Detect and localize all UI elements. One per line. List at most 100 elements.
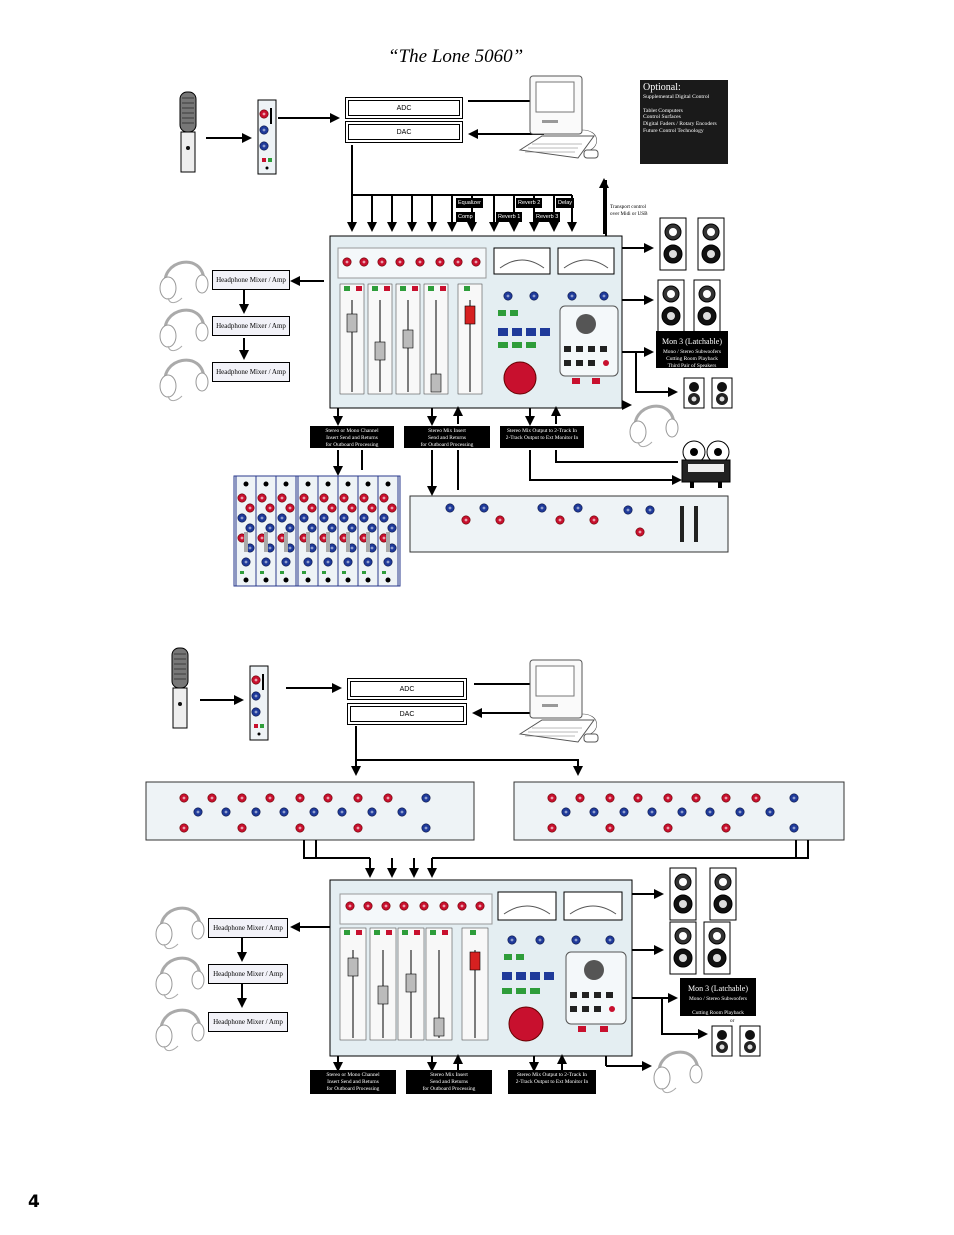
page-number: 4: [28, 1192, 40, 1212]
adc-box: ADC: [347, 678, 467, 700]
insert-comp: Comp: [456, 212, 475, 222]
mon3-line: Mono / Stereo Subwoofers: [689, 996, 747, 1002]
mon3-line: Cutting Room Playback: [666, 355, 718, 362]
headphone-mixer-box: Headphone Mixer / Amp: [212, 270, 290, 290]
optional-line: Digital Faders / Rotary Encoders: [643, 121, 717, 128]
headphones-icon: [154, 906, 206, 951]
insert-delay: Delay: [556, 198, 575, 208]
speaker-icon: [669, 867, 697, 921]
speaker-icon: [703, 921, 731, 975]
mon3-panel: Mon 3 (Latchable) Mono / Stereo Subwoofe…: [680, 978, 756, 1016]
note-line: Stereo Mix Output to 2-Track In: [516, 1072, 588, 1078]
optional-line: Future Control Technology: [643, 127, 704, 134]
headphones-icon: [154, 956, 206, 1001]
mon3-line: Third Pair of Speakers: [667, 362, 717, 369]
microphone-icon: [179, 91, 197, 173]
headphone-mixer-box: Headphone Mixer / Amp: [212, 362, 290, 382]
transport-note: Transport control over Midi or USB: [610, 204, 648, 217]
note-line: Insert Send and Returns: [326, 435, 378, 441]
headphones-icon: [652, 1050, 704, 1095]
or-label: or: [730, 1018, 735, 1024]
headphone-mixer-box: Headphone Mixer / Amp: [208, 1012, 288, 1032]
computer-icon: [519, 659, 599, 743]
satellite-rack-right: [513, 781, 845, 841]
subwoofer-icon: [683, 377, 705, 409]
dac-box: DAC: [345, 121, 463, 143]
note-line: for Outboard Processing: [326, 1086, 380, 1092]
note-line: Stereo Mix Output to 2-Track In: [506, 428, 578, 434]
note-line: Stereo Mix Insert: [428, 428, 466, 434]
preamp-module-icon: [250, 666, 268, 740]
speaker-icon: [693, 279, 721, 333]
adc-box: ADC: [345, 97, 463, 119]
mon3-title: Mon 3 (Latchable): [662, 337, 722, 346]
mon3-line: Cutting Room Playback: [692, 1009, 744, 1016]
dac-box: DAC: [347, 703, 467, 725]
transport-note-line: over Midi or USB: [610, 210, 648, 217]
note-line: for Outboard Processing: [420, 442, 474, 448]
transport-note-line: Transport control: [610, 204, 646, 210]
preamp-module-icon: [258, 100, 276, 174]
mon3-title: Mon 3 (Latchable): [688, 984, 748, 993]
mix-insert-note: Stereo Mix Insert Send and Returns for O…: [404, 426, 490, 448]
insert-reverb3: Reverb 3: [534, 212, 561, 222]
tape-machine-icon: [681, 440, 731, 489]
subwoofer-icon: [739, 1025, 761, 1057]
insert-equalizer: Equalizer: [456, 198, 483, 208]
headphones-icon: [158, 308, 210, 353]
subwoofer-icon: [711, 377, 733, 409]
note-line: for Outboard Processing: [422, 1086, 476, 1092]
speaker-icon: [709, 867, 737, 921]
two-track-note: Stereo Mix Output to 2-Track In 2-Track …: [508, 1070, 596, 1094]
mon3-line: Mono / Stereo Subwoofers: [663, 349, 721, 355]
note-line: Stereo Mix Insert: [430, 1072, 468, 1078]
mix-insert-note: Stereo Mix Insert Send and Returns for O…: [406, 1070, 492, 1094]
note-line: Stereo or Mono Channel: [326, 1072, 380, 1078]
insert-reverb1: Reverb 1: [496, 212, 523, 222]
headphone-mixer-box: Headphone Mixer / Amp: [208, 918, 288, 938]
note-line: for Outboard Processing: [325, 442, 379, 448]
subwoofer-icon: [711, 1025, 733, 1057]
console-5060-top: [329, 235, 623, 409]
headphones-icon: [158, 358, 210, 403]
mon3-panel: Mon 3 (Latchable) Mono / Stereo Subwoofe…: [656, 331, 728, 369]
optional-line: Supplemental Digital Control: [643, 94, 710, 100]
dac-label: DAC: [396, 128, 412, 136]
insert-send-note: Stereo or Mono Channel Insert Send and R…: [310, 1070, 396, 1094]
optional-line: [643, 101, 725, 108]
headphones-icon: [154, 1008, 206, 1053]
two-track-note: Stereo Mix Output to 2-Track In 2-Track …: [500, 426, 584, 448]
microphone-icon: [171, 647, 189, 729]
note-line: 2-Track Output to Ext Monitor In: [515, 1079, 589, 1085]
computer-icon: [519, 75, 599, 159]
adc-label: ADC: [399, 685, 415, 693]
speaker-icon: [659, 217, 687, 271]
speaker-icon: [669, 921, 697, 975]
headphone-mixer-box: Headphone Mixer / Amp: [208, 964, 288, 984]
adc-label: ADC: [396, 104, 412, 112]
insert-reverb2: Reverb 2: [516, 198, 543, 208]
optional-panel: Optional: Supplemental Digital Control T…: [640, 80, 728, 164]
optional-title: Optional:: [643, 82, 681, 93]
insert-send-note: Stereo or Mono Channel Insert Send and R…: [310, 426, 394, 448]
headphone-mixer-box: Headphone Mixer / Amp: [212, 316, 290, 336]
rack-500-series: [233, 475, 401, 587]
mon3-line: [680, 1003, 756, 1010]
console-5060-bottom: [329, 879, 633, 1057]
optional-line: Tablet Computers: [643, 107, 683, 114]
headphones-icon: [628, 404, 680, 449]
satellite-rack-left: [145, 781, 475, 841]
speaker-icon: [657, 279, 685, 333]
note-line: 2-Track Output to Ext Monitor In: [505, 435, 579, 441]
speaker-icon: [697, 217, 725, 271]
page-title: “The Lone 5060”: [388, 46, 524, 67]
optional-line: Control Surfaces: [643, 114, 681, 121]
note-line: Stereo or Mono Channel: [325, 428, 379, 434]
dac-label: DAC: [399, 710, 415, 718]
note-line: Insert Send and Returns: [327, 1079, 379, 1085]
note-line: Send and Returns: [427, 435, 467, 441]
headphones-icon: [158, 260, 210, 305]
note-line: Send and Returns: [429, 1079, 469, 1085]
portico-rack-unit: [409, 495, 729, 553]
